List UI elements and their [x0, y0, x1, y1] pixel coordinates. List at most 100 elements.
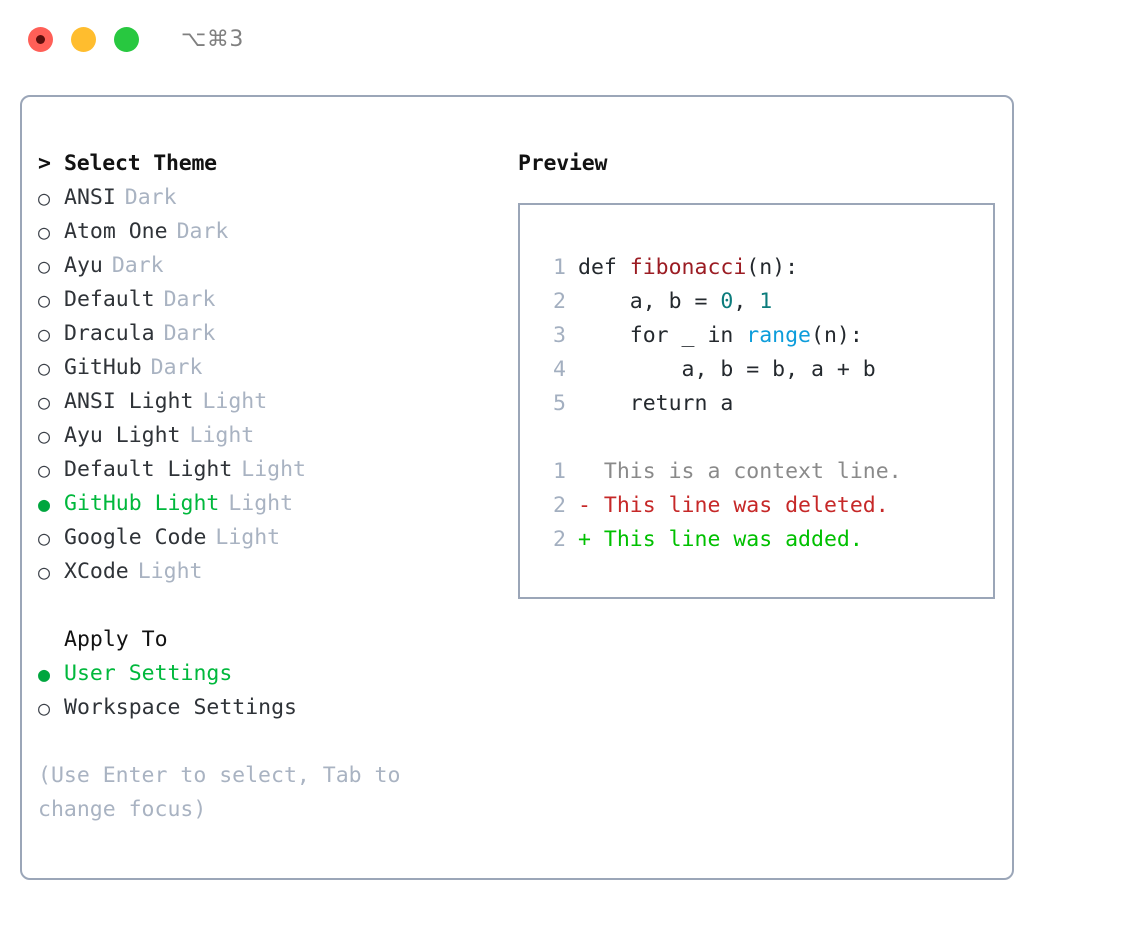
theme-option-label: Ayu Light [64, 423, 181, 448]
code-token-plain: (n): [746, 255, 799, 280]
theme-option-label: XCode [64, 559, 129, 584]
theme-option-google-code[interactable]: ○ Google Code Light [38, 521, 498, 555]
diff-line-text: This line was deleted. [603, 493, 889, 518]
caret-icon: > [38, 151, 51, 176]
theme-option-ayu-light[interactable]: ○ Ayu Light Light [38, 419, 498, 453]
radio-unselected-icon: ○ [38, 424, 51, 448]
code-token-plain: return a [578, 391, 734, 416]
diff-preview: 1 This is a context line.2- This line wa… [536, 455, 993, 557]
code-line-number: 4 [553, 357, 566, 382]
code-line-number: 3 [553, 323, 566, 348]
radio-unselected-icon: ○ [38, 220, 51, 244]
preview-title: Preview [518, 151, 608, 176]
radio-unselected-icon: ○ [38, 526, 51, 550]
window-titlebar: ⌥⌘3 [0, 0, 1140, 78]
select-theme-heading: > Select Theme [38, 147, 498, 181]
theme-variant-tag: Dark [163, 321, 216, 346]
code-line-content: return a [578, 387, 734, 421]
code-line-content: for _ in range(n): [578, 319, 863, 353]
theme-variant-tag: Light [189, 423, 255, 448]
code-token-num: 1 [759, 289, 773, 314]
radio-selected-icon: ● [38, 492, 51, 516]
code-line-content: a, b = 0, 1 [578, 285, 772, 319]
code-token-plain: for _ in [578, 323, 747, 348]
code-line: 4 a, b = b, a + b [536, 353, 993, 387]
list-spacer [38, 589, 498, 623]
code-line: 3 for _ in range(n): [536, 319, 993, 353]
code-token-plain: def [578, 255, 630, 280]
theme-option-ansi-light[interactable]: ○ ANSI Light Light [38, 385, 498, 419]
apply-to-heading: Apply To [38, 623, 498, 657]
radio-unselected-icon: ○ [38, 186, 51, 210]
select-theme-heading-label: Select Theme [64, 151, 217, 176]
theme-variant-tag: Dark [150, 355, 203, 380]
code-line-number: 1 [553, 255, 566, 280]
diff-line-text: This is a context line. [603, 459, 902, 484]
theme-option-label: Google Code [64, 525, 207, 550]
theme-option-label: Atom One [64, 219, 168, 244]
theme-option-label: Default Light [64, 457, 233, 482]
radio-unselected-icon: ○ [38, 390, 51, 414]
apply-to-option-user-settings[interactable]: ●User Settings [38, 657, 498, 691]
code-line: 2 a, b = 0, 1 [536, 285, 993, 319]
radio-unselected-icon: ○ [38, 458, 51, 482]
theme-option-ansi[interactable]: ○ ANSI Dark [38, 181, 498, 215]
code-line-content: def fibonacci(n): [578, 251, 798, 285]
diff-marker [578, 455, 604, 489]
minimize-button[interactable] [71, 26, 96, 52]
theme-variant-tag: Dark [124, 185, 177, 210]
theme-option-label: ANSI Light [64, 389, 194, 414]
radio-unselected-icon: ○ [38, 696, 51, 720]
maximize-button[interactable] [114, 26, 139, 52]
diff-line-ctx: 1 This is a context line. [536, 455, 993, 489]
theme-option-label: ANSI [64, 185, 116, 210]
theme-option-default-light[interactable]: ○ Default Light Light [38, 453, 498, 487]
theme-variant-tag: Dark [176, 219, 229, 244]
traffic-lights [28, 26, 139, 52]
code-diff-gap [536, 421, 993, 455]
radio-unselected-icon: ○ [38, 288, 51, 312]
theme-option-label: Dracula [64, 321, 155, 346]
apply-to-option-workspace-settings[interactable]: ○ Workspace Settings [38, 691, 498, 725]
code-line: 5 return a [536, 387, 993, 421]
apply-to-option-label: Workspace Settings [64, 695, 297, 720]
theme-variant-tag: Light [215, 525, 281, 550]
code-token-plain: a, b = [578, 289, 721, 314]
apply-to-option-label: User Settings [64, 661, 233, 686]
theme-option-label: GitHub [64, 355, 142, 380]
close-button[interactable] [28, 26, 53, 52]
hint-spacer [38, 725, 498, 759]
diff-line-text: This line was added. [603, 527, 863, 552]
theme-option-label: GitHub Light [64, 491, 220, 516]
theme-variant-tag: Dark [163, 287, 216, 312]
code-token-plain: , [733, 289, 760, 314]
theme-option-atom-one[interactable]: ○ Atom One Dark [38, 215, 498, 249]
keyboard-shortcut-label: ⌥⌘3 [181, 26, 244, 52]
diff-line-number: 2 [553, 527, 566, 552]
diff-line-number: 1 [553, 459, 566, 484]
diff-line-del: 2- This line was deleted. [536, 489, 993, 523]
code-token-plain: a, b = b, a + b [578, 357, 876, 382]
theme-variant-tag: Light [241, 457, 307, 482]
code-token-plain: (n): [811, 323, 863, 348]
code-line: 1 def fibonacci(n): [536, 251, 993, 285]
code-line-number: 2 [553, 289, 566, 314]
theme-variant-tag: Light [202, 389, 268, 414]
code-token-call: range [746, 323, 812, 348]
radio-unselected-icon: ○ [38, 560, 51, 584]
code-line-content: a, b = b, a + b [578, 353, 876, 387]
close-dot-icon [36, 34, 45, 44]
apply-to-heading-label: Apply To [64, 627, 168, 652]
